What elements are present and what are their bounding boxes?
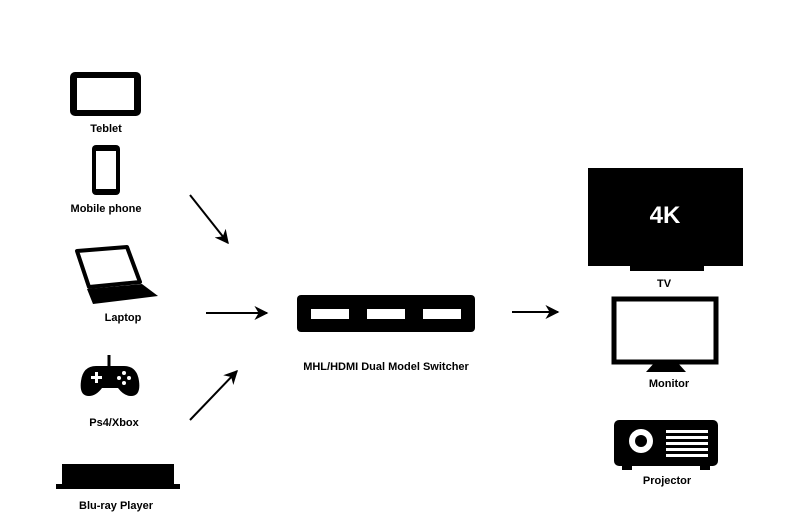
projector-label: Projector <box>642 475 692 487</box>
monitor-label: Monitor <box>648 378 690 390</box>
gamepad-label: Ps4/Xbox <box>89 417 139 429</box>
laptop-label: Laptop <box>104 312 142 324</box>
mobile-phone-icon <box>92 145 120 195</box>
tv-label: TV <box>656 278 672 290</box>
mobile-phone-label: Mobile phone <box>70 203 142 215</box>
tv-icon <box>588 168 743 271</box>
bluray-player-label: Blu-ray Player <box>79 500 153 512</box>
bluray-player-icon <box>56 464 180 489</box>
switcher-icon <box>297 295 475 332</box>
monitor-icon <box>611 296 719 372</box>
tablet-icon <box>70 72 141 116</box>
tv-4k-badge: 4K <box>649 202 681 229</box>
switcher-label: MHL/HDMI Dual Model Switcher <box>303 361 469 373</box>
arrow-lower <box>189 369 238 421</box>
tablet-label: Teblet <box>90 123 122 135</box>
gamepad-icon <box>80 355 140 396</box>
laptop-icon <box>75 245 158 304</box>
projector-icon <box>614 420 718 470</box>
arrow-upper <box>189 194 229 245</box>
